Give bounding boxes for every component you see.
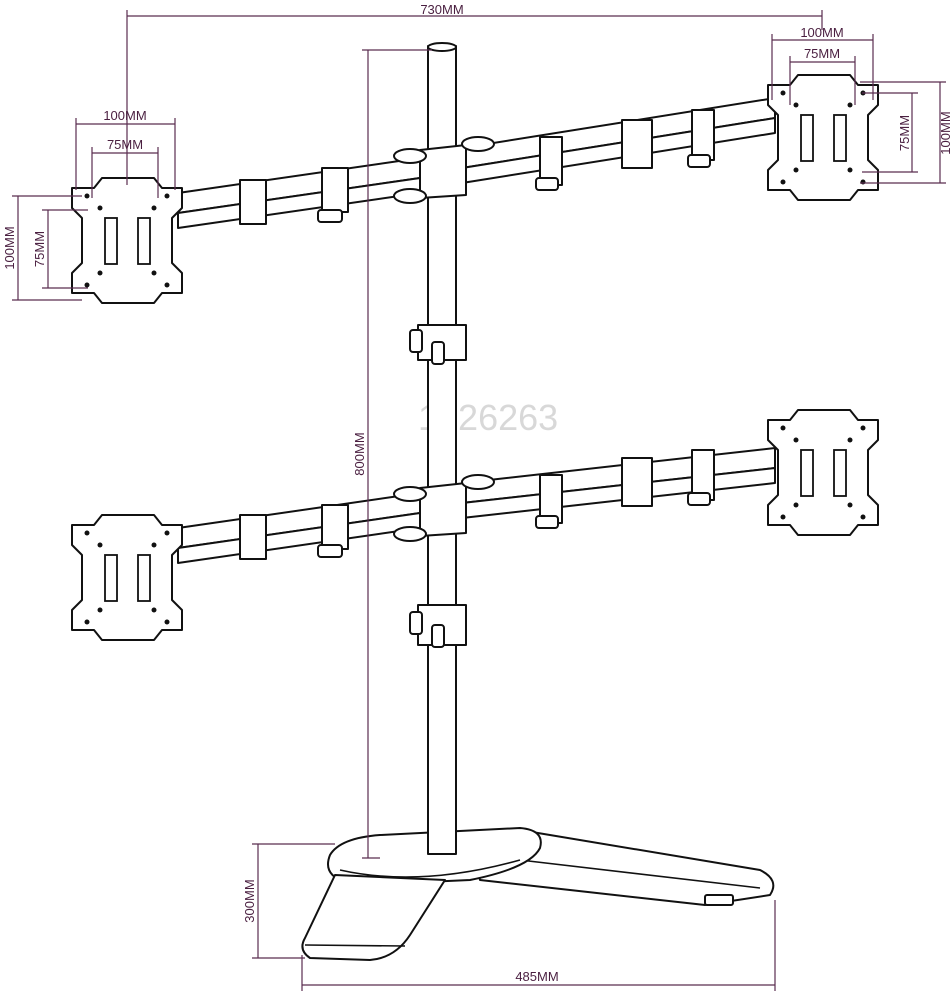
label-vesa-inner-top-right: 75MM xyxy=(804,46,840,61)
label-base-depth: 300MM xyxy=(242,879,257,922)
vesa-plate-top-left xyxy=(71,177,183,304)
label-vesa-outer-left-vertical: 100MM xyxy=(2,226,17,269)
label-vesa-outer-top-left: 100MM xyxy=(103,108,146,123)
dimension-pole-height: 800MM xyxy=(352,49,432,859)
vesa-plate-top-right xyxy=(767,74,879,201)
label-overall-width: 730MM xyxy=(420,2,463,17)
label-vesa-outer-top-right: 100MM xyxy=(800,25,843,40)
dimension-vesa-top-left-horizontal: 100MM 75MM xyxy=(75,108,176,198)
pole-cable-clip-lower xyxy=(409,604,467,648)
label-vesa-outer-right-vertical: 100MM xyxy=(938,111,952,154)
dimension-vesa-top-right-vertical: 100MM 75MM xyxy=(860,81,952,184)
label-vesa-inner-right-vertical: 75MM xyxy=(897,115,912,151)
upper-arm-assembly xyxy=(177,97,776,229)
dimension-vesa-top-right-horizontal: 100MM 75MM xyxy=(771,25,874,105)
label-base-width: 485MM xyxy=(515,969,558,984)
dimension-vesa-top-left-vertical: 100MM 75MM xyxy=(2,195,88,301)
dimension-base-width: 485MM xyxy=(301,900,776,991)
dimension-base-depth: 300MM xyxy=(242,843,335,959)
label-vesa-inner-left-vertical: 75MM xyxy=(32,231,47,267)
lower-arm-assembly xyxy=(177,447,776,564)
label-vesa-inner-top-left: 75MM xyxy=(107,137,143,152)
label-pole-height: 800MM xyxy=(352,432,367,475)
dimension-overall-width: 730MM xyxy=(126,2,823,185)
pole-cable-clip-upper xyxy=(409,324,467,365)
stand-base xyxy=(301,827,775,961)
vesa-plate-bottom-right xyxy=(767,409,879,536)
vesa-plate-bottom-left xyxy=(71,514,183,641)
